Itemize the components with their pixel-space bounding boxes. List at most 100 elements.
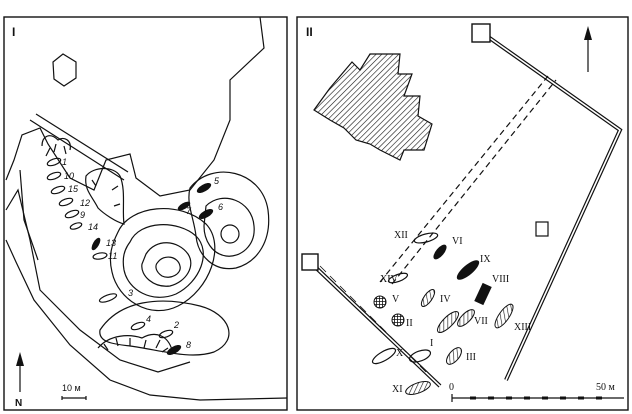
north-arrow: N	[15, 352, 24, 409]
tower	[301, 253, 319, 271]
feature-ellipse	[371, 347, 397, 365]
contour-summit	[220, 224, 240, 244]
north-arrow-head-icon	[584, 26, 592, 40]
stream-line-b	[5, 239, 288, 401]
right-feature-labels: XII VI IX XIV VIII V IV II VII XIII X I …	[380, 230, 531, 395]
feature-rect-filled	[474, 282, 492, 306]
feature-ellipse	[98, 293, 118, 303]
panel-one-frame	[3, 16, 288, 411]
road-line-b	[35, 113, 129, 173]
feature-label: 4	[146, 314, 151, 324]
feature-ellipse-hatched	[436, 310, 460, 334]
scarps	[41, 135, 173, 353]
north-arrow-right	[584, 26, 592, 72]
feature-ellipse-hatched	[420, 288, 436, 308]
feature-ellipse-hatched	[446, 347, 462, 365]
feature-ellipse	[64, 209, 80, 219]
feature-ellipse	[46, 157, 62, 167]
scale-bar-line	[451, 394, 624, 402]
terrain-edge	[5, 16, 265, 197]
feature-ellipse-filled	[198, 208, 214, 220]
right-features	[371, 232, 514, 395]
left-feature-labels: 1 10 15 12 9 14 13 11 3 4 2 8 5 7 6	[62, 157, 223, 350]
feature-label: IV	[440, 294, 451, 305]
wall-inner	[309, 261, 441, 387]
feature-label: II	[406, 318, 413, 329]
feature-label: 1	[62, 157, 67, 167]
panel-two: II	[296, 16, 629, 411]
feature-ellipse	[130, 321, 146, 331]
right-scale-bar: 0 50 м	[449, 382, 624, 402]
feature-label: III	[466, 352, 476, 363]
feature-label: I	[430, 338, 433, 349]
feature-label: 9	[80, 210, 85, 220]
panel-two-frame	[296, 16, 629, 411]
feature-ellipse-hatched	[405, 381, 431, 395]
tower	[471, 23, 491, 43]
feature-ellipse-hatched	[457, 309, 475, 327]
feature-label: 2	[173, 320, 179, 330]
feature-ellipse	[158, 329, 174, 339]
north-arrow-head-icon	[16, 352, 24, 366]
feature-ellipse	[387, 272, 409, 284]
north-label: N	[15, 398, 22, 409]
scale-bar-line	[61, 396, 87, 400]
feature-ellipse	[58, 197, 74, 207]
fortress-walls	[301, 23, 623, 388]
contour-lines	[99, 171, 270, 356]
feature-ellipse	[50, 185, 66, 195]
feature-ellipse-filled	[166, 344, 182, 356]
feature-circle-cross	[373, 295, 387, 309]
feature-ellipse-filled	[456, 260, 480, 280]
feature-label: XII	[394, 230, 408, 241]
feature-label: V	[392, 294, 400, 305]
tower	[535, 221, 549, 237]
feature-label: 3	[128, 288, 133, 298]
left-scale-bar: 10 м	[61, 383, 87, 400]
contour-line	[122, 224, 204, 298]
church-building	[313, 53, 433, 161]
feature-ellipse	[46, 171, 62, 181]
feature-ellipse-filled	[196, 182, 212, 194]
feature-label: 15	[68, 184, 79, 194]
scale-label: 10 м	[62, 383, 81, 393]
dashed-line	[391, 79, 557, 285]
scale-end-label: 50 м	[596, 382, 616, 393]
panel-two-number: II	[306, 25, 313, 39]
feature-label: 14	[88, 222, 98, 232]
panel-one-number: I	[12, 25, 15, 39]
feature-label: 7	[186, 206, 192, 216]
contour-line	[188, 171, 270, 270]
feature-ellipse-filled	[91, 237, 101, 251]
contour-line	[109, 207, 216, 312]
scale-start-label: 0	[449, 382, 454, 393]
feature-ellipse-hatched	[494, 303, 514, 329]
feature-ellipse-filled	[433, 244, 447, 260]
feature-label: 12	[80, 198, 90, 208]
feature-label: XIV	[380, 274, 399, 285]
feature-label: 5	[214, 176, 220, 186]
feature-label: VII	[474, 316, 488, 327]
feature-label: 6	[218, 202, 223, 212]
stream-line-c	[19, 169, 39, 261]
stream-line-a	[5, 188, 191, 373]
feature-label: 13	[106, 238, 116, 248]
wall-inner	[483, 33, 622, 381]
feature-ellipse-filled	[177, 201, 191, 211]
contour-line	[155, 256, 181, 278]
wall-hachures	[319, 265, 427, 373]
scarp-arc	[41, 135, 71, 151]
feature-ellipse	[408, 349, 432, 363]
contour-line	[203, 197, 255, 257]
dashed-line	[379, 75, 549, 283]
panel-one: I	[3, 16, 288, 411]
feature-label: 11	[108, 251, 117, 261]
feature-label: 8	[186, 340, 191, 350]
left-features	[46, 157, 214, 356]
feature-label: VI	[452, 236, 463, 247]
feature-label: VIII	[492, 274, 509, 285]
road-line-a	[29, 119, 125, 181]
feature-circle-cross	[391, 313, 405, 327]
building-outline	[52, 53, 77, 87]
